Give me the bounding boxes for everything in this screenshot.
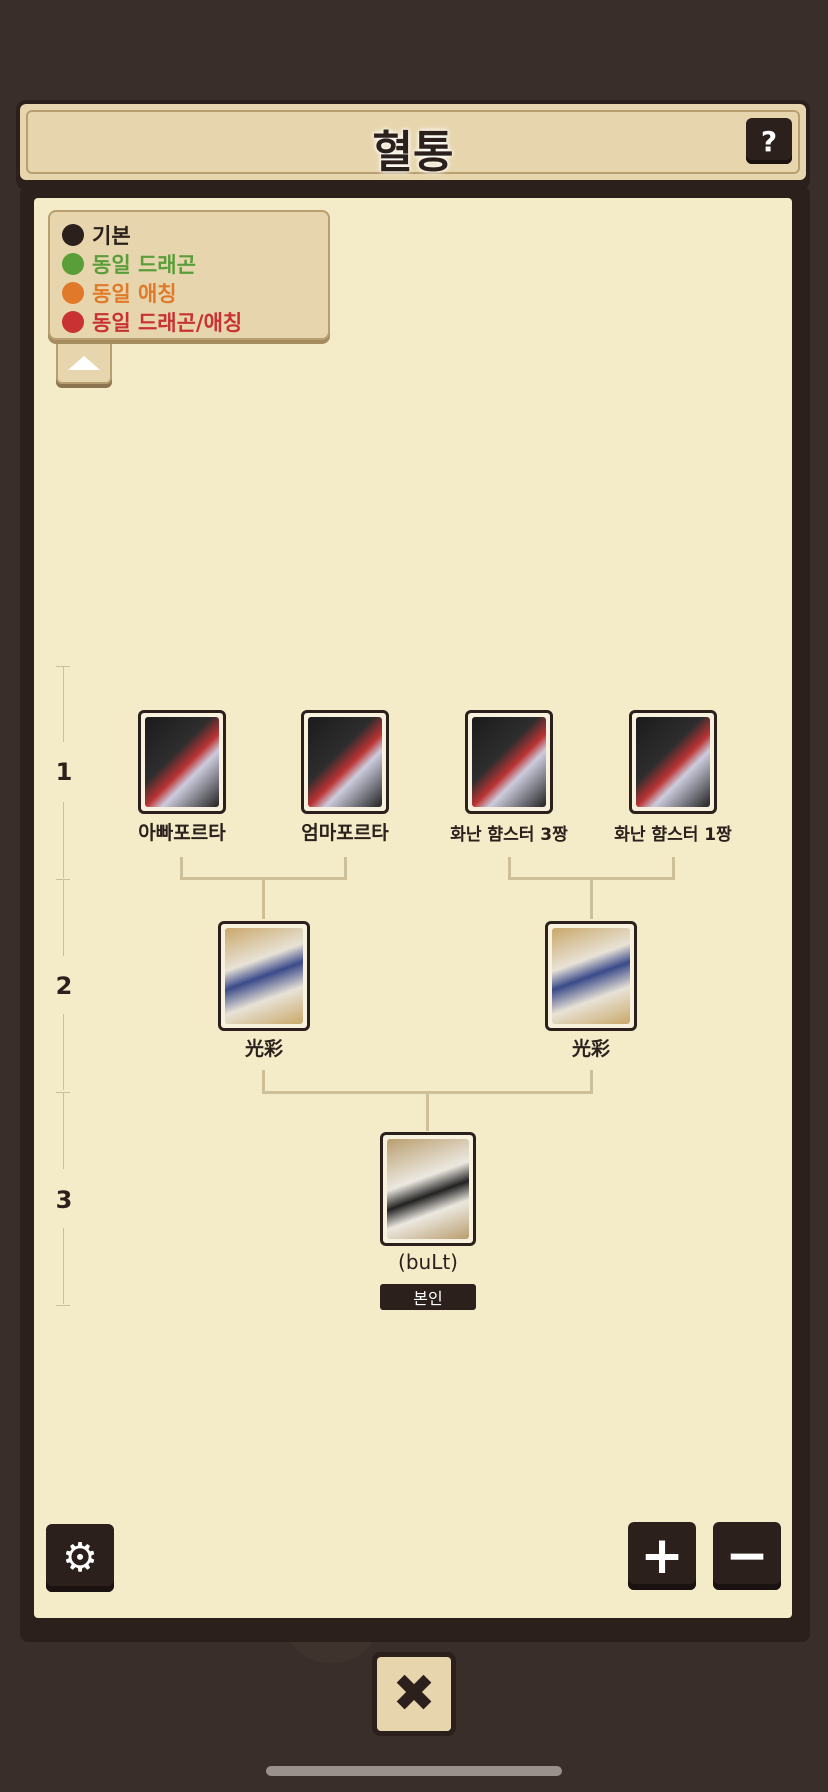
settings-button[interactable]: ⚙ <box>46 1524 114 1592</box>
tree-connector <box>344 857 347 879</box>
ruler-line <box>63 1228 64 1304</box>
legend-collapse-button[interactable] <box>56 344 112 384</box>
dragon-card-grandparent-4[interactable] <box>629 710 717 814</box>
self-badge: 본인 <box>380 1284 476 1310</box>
dragon-card-parent-2[interactable] <box>545 921 637 1031</box>
legend-item-same-dragon: 동일 드래곤 <box>62 249 316 278</box>
dragon-card-self[interactable] <box>380 1132 476 1246</box>
legend-dot-icon <box>62 223 84 246</box>
ruler-line <box>63 1014 64 1090</box>
chevron-up-icon <box>68 356 100 370</box>
dragon-portrait <box>387 1139 469 1239</box>
zoom-in-button[interactable]: + <box>628 1522 696 1590</box>
tree-connector <box>590 877 593 919</box>
legend-item-basic: 기본 <box>62 220 316 249</box>
dragon-portrait <box>552 928 630 1024</box>
help-button[interactable]: ? <box>746 118 792 164</box>
dragon-name: 光彩 <box>244 1038 283 1060</box>
dragon-portrait <box>308 717 382 807</box>
dragon-name: 光彩 <box>571 1038 610 1060</box>
legend-box: 기본 동일 드래곤 동일 애칭 동일 드래곤/애칭 <box>48 210 330 340</box>
ruler-line <box>63 802 64 878</box>
dragon-name: 엄마포르타 <box>301 822 389 844</box>
ruler-tick <box>56 1092 70 1093</box>
legend-item-same-both: 동일 드래곤/애칭 <box>62 307 316 336</box>
header-bar: 혈통 ? <box>16 100 810 184</box>
legend-label: 동일 드래곤 <box>92 252 196 277</box>
legend-label: 기본 <box>92 223 131 248</box>
tree-connector <box>262 877 265 919</box>
tree-connector <box>180 857 183 879</box>
dragon-card-grandparent-3[interactable] <box>465 710 553 814</box>
generation-label-2: 2 <box>55 972 73 1000</box>
tree-connector <box>672 857 675 879</box>
dragon-card-parent-1[interactable] <box>218 921 310 1031</box>
ruler-tick <box>56 1305 70 1306</box>
lineage-canvas[interactable]: 기본 동일 드래곤 동일 애칭 동일 드래곤/애칭 1 2 <box>34 198 792 1618</box>
minus-icon: − <box>725 1526 769 1586</box>
header-inner-border <box>26 110 800 174</box>
home-indicator[interactable] <box>266 1766 562 1776</box>
dragon-name: (buLt) <box>398 1250 458 1274</box>
legend-dot-icon <box>62 310 84 333</box>
close-icon: ✖ <box>392 1664 436 1724</box>
dragon-name: 화난 햠스터 3짱 <box>450 825 568 845</box>
dragon-portrait <box>145 717 219 807</box>
ruler-tick <box>56 879 70 880</box>
close-button[interactable]: ✖ <box>372 1652 456 1736</box>
gear-icon: ⚙ <box>62 1535 98 1581</box>
tree-connector <box>508 857 511 879</box>
legend-dot-icon <box>62 281 84 304</box>
ruler-line <box>63 1093 64 1169</box>
legend-label: 동일 드래곤/애칭 <box>92 310 243 335</box>
page-title: 혈통 <box>372 127 454 178</box>
generation-label-1: 1 <box>55 758 73 786</box>
tree-connector <box>262 1070 265 1092</box>
legend-label: 동일 애칭 <box>92 281 177 306</box>
dragon-card-mother[interactable] <box>301 710 389 814</box>
plus-icon: + <box>640 1526 684 1586</box>
dragon-portrait <box>636 717 710 807</box>
legend-dot-icon <box>62 252 84 275</box>
lineage-panel: 기본 동일 드래곤 동일 애칭 동일 드래곤/애칭 1 2 <box>20 186 810 1642</box>
dragon-card-father[interactable] <box>138 710 226 814</box>
tree-connector <box>426 1091 429 1131</box>
dragon-portrait <box>225 928 303 1024</box>
ruler-line <box>63 666 64 742</box>
legend-item-same-nickname: 동일 애칭 <box>62 278 316 307</box>
generation-label-3: 3 <box>55 1186 73 1214</box>
tree-connector <box>590 1070 593 1092</box>
dragon-portrait <box>472 717 546 807</box>
question-icon: ? <box>760 124 778 158</box>
dragon-name: 화난 햠스터 1짱 <box>614 825 732 845</box>
zoom-out-button[interactable]: − <box>713 1522 781 1590</box>
dragon-name: 아빠포르타 <box>138 822 226 844</box>
ruler-line <box>63 880 64 956</box>
